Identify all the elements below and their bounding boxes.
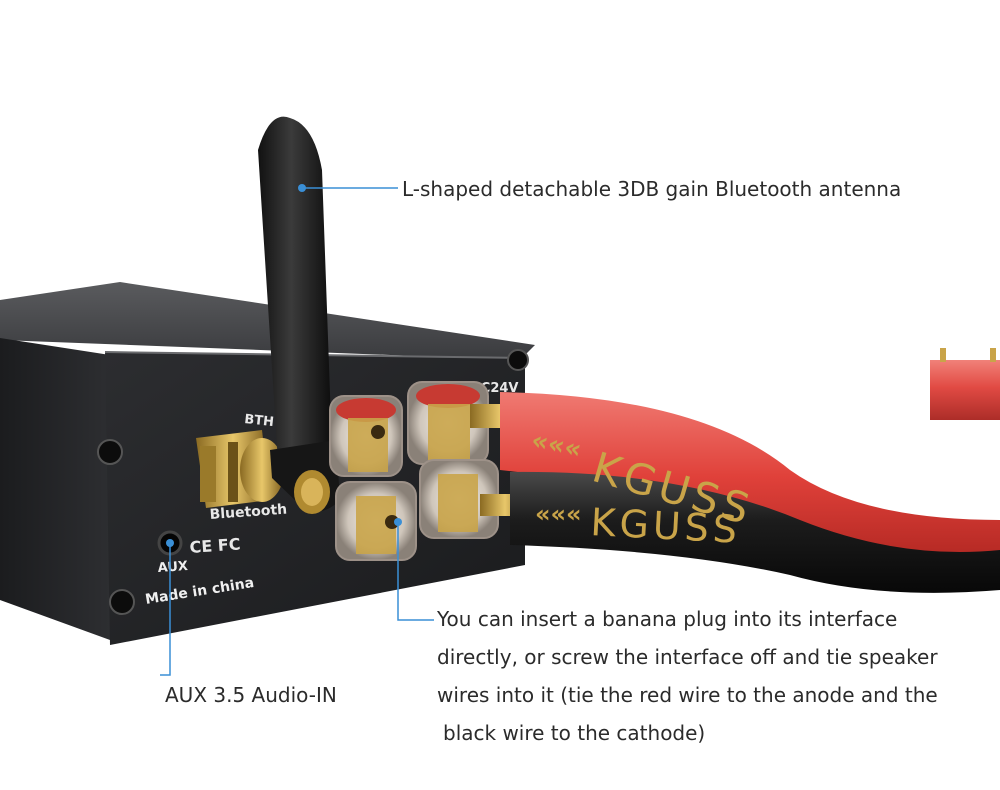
cable-brand-black: KGUSS [590,500,743,552]
black-speaker-cable [480,471,1000,593]
callout-line-aux [160,539,174,676]
binding-post-icon [329,381,499,561]
callout-banana-line: black wire to the cathode) [443,721,706,745]
antenna-icon [258,116,340,514]
red-speaker-cable [470,348,1000,580]
chassis-top [0,282,535,360]
cable-chevrons-icon: ««« [535,500,582,528]
label-bt: BTH [244,412,275,430]
label-aux: AUX [157,559,188,576]
callout-aux: AUX 3.5 Audio-IN [165,683,337,707]
callout-banana-line: wires into it (tie the red wire to the a… [437,683,938,707]
sma-connector-icon [196,430,284,508]
callout-antenna: L-shaped detachable 3DB gain Bluetooth a… [402,177,902,201]
callout-line-antenna [298,184,398,192]
screw-icon [97,349,529,615]
chassis-side [0,338,110,640]
label-bluetooth: Bluetooth [209,502,287,523]
callout-banana-line: directly, or screw the interface off and… [437,645,938,669]
callout-line-banana [394,518,434,621]
label-cert: CE FC [189,534,241,557]
callout-banana: You can insert a banana plug into its in… [437,600,938,752]
callout-banana-line: You can insert a banana plug into its in… [437,607,898,631]
